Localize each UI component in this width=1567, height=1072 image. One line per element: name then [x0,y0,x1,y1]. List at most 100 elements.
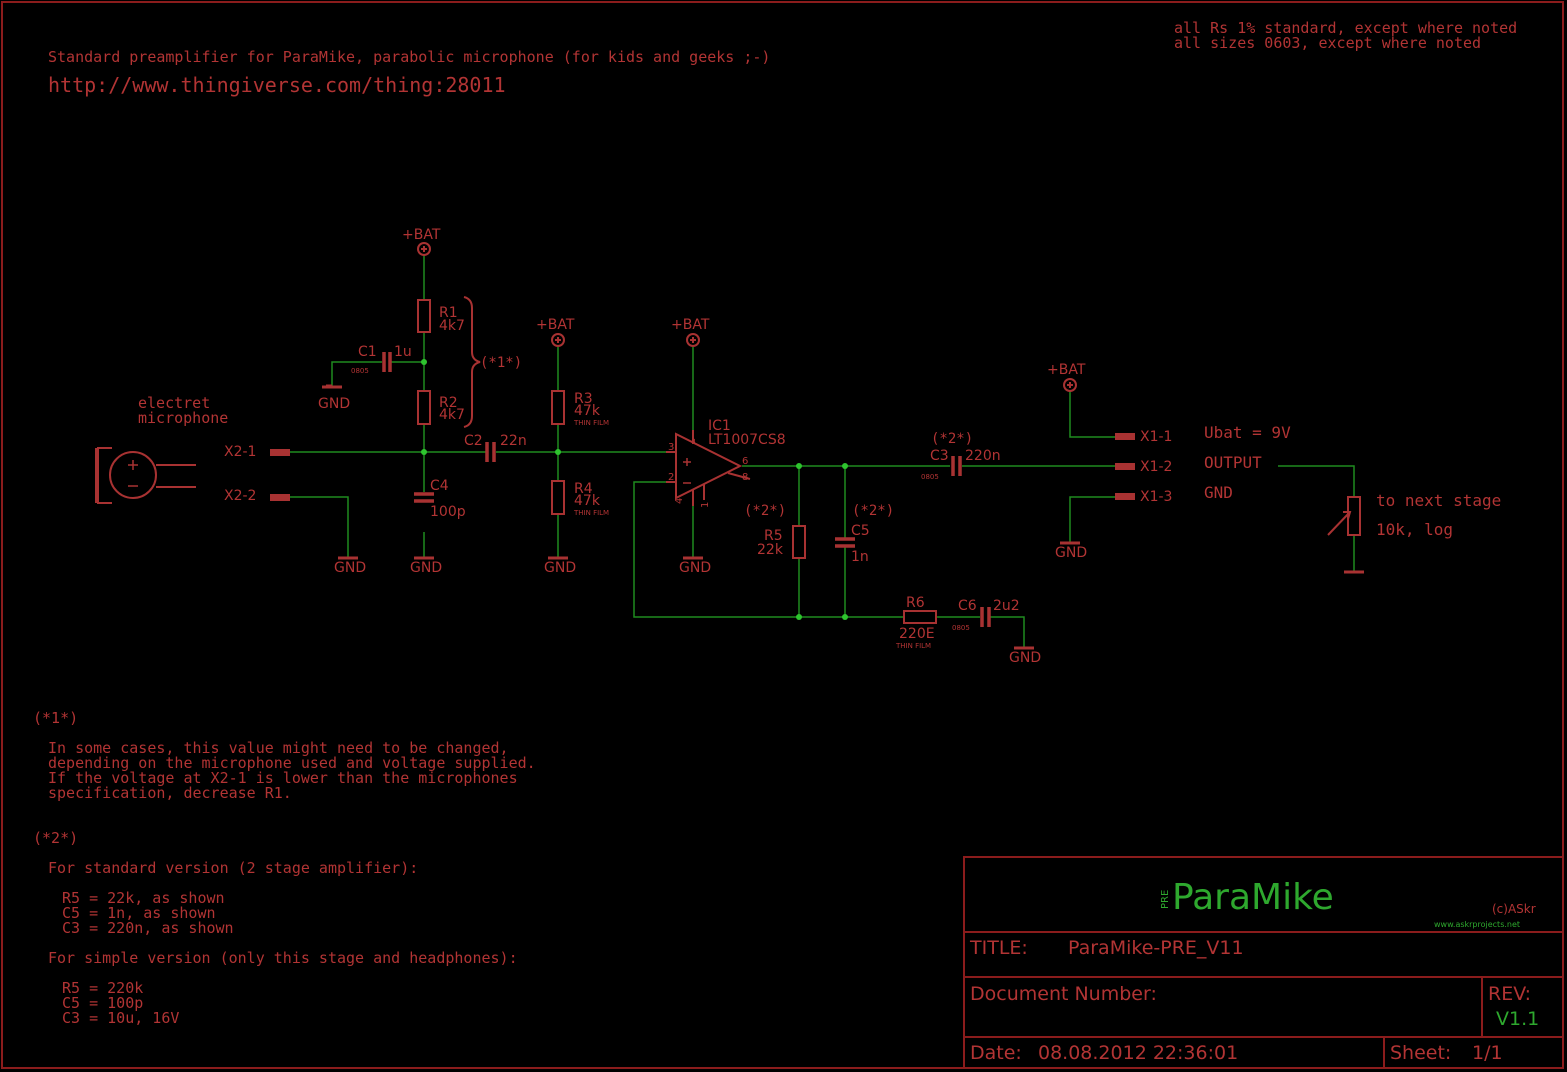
gnd-r4-label: GND [544,560,576,576]
c3-value: 220n [965,448,1001,464]
pin1-label: 1 [700,502,711,508]
sheet-value: 1/1 [1472,1042,1503,1064]
ic1-name: IC1 [708,418,731,434]
c1-size: 0805 [351,367,369,375]
mark2-c5: (*2*) [852,503,894,519]
pin4-label: 4 [674,498,685,504]
note2-std-r5: R5 = 22k, as shown [62,889,225,907]
header-title: Standard preamplifier for ParaMike, para… [48,48,770,66]
note1-line4: specification, decrease R1. [48,784,292,802]
bat4-label: +BAT [1047,362,1086,378]
output-label: OUTPUT [1204,453,1262,472]
c6-value: 2u2 [993,598,1020,614]
title-block: PRE ParaMike (c)ASkr www.askrprojects.ne… [963,856,1564,1069]
mark1-brace: (*1*) [480,355,522,371]
note1-line2: depending on the microphone used and vol… [48,754,536,772]
note2-std-c5: C5 = 1n, as shown [62,904,216,922]
ground-symbols [322,384,1364,650]
r4-thinfilm: THIN FILM [573,509,609,517]
brace [463,296,481,428]
r4-body [551,480,565,515]
wires [290,255,1355,648]
x1-2-label: X1-2 [1140,459,1172,475]
note1-line3: If the voltage at X2-1 is lower than the… [48,769,518,787]
pin3-label: 3 [668,442,674,453]
gnd-out-label: GND [1204,483,1233,502]
r1-value: 4k7 [439,318,465,334]
r6-thinfilm: THIN FILM [895,642,931,650]
note2-simple-c5: C5 = 100p [62,994,143,1012]
c6-size: 0805 [952,624,970,632]
c6-name: C6 [958,598,977,614]
sheet-label: Sheet: [1390,1042,1451,1064]
mark2-c3: (*2*) [931,431,973,447]
c4-name: C4 [430,478,449,494]
header-url[interactable]: http://www.thingiverse.com/thing:28011 [48,73,506,97]
header-note-sizes: all sizes 0603, except where noted [1174,34,1481,52]
pin8-label: 8 [742,472,748,483]
bat2-label: +BAT [536,317,575,333]
r2-value: 4k7 [439,407,465,423]
r3-body [551,390,565,425]
website: www.askrprojects.net [1434,920,1520,929]
x2-1-label: X2-1 [224,444,256,460]
gnd-x22-label: GND [334,560,366,576]
r3-name: R3 [574,391,593,407]
c3-size: 0805 [921,473,939,481]
c1-value: 1u [394,344,412,360]
c5-name: C5 [851,523,870,539]
mic-label-1: electret [138,394,210,412]
pin7-label: 7 [685,438,696,444]
r6-name: R6 [906,595,925,611]
r3-value: 47k [574,403,601,419]
x2-2-label: X2-2 [224,488,256,504]
c3-name: C3 [930,448,949,464]
r4-value: 47k [574,493,601,509]
gnd-c1-label: GND [318,396,350,412]
date-label: Date: [970,1042,1022,1064]
rev-value: V1.1 [1496,1008,1539,1030]
mic-label-2: microphone [138,409,228,427]
c5-value: 1n [851,549,869,565]
mark2-r5: (*2*) [744,503,786,519]
pot-value-label: 10k, log [1376,520,1453,539]
microphone-symbol [95,447,196,504]
r6-body [903,610,937,624]
bat3-label: +BAT [671,317,710,333]
ubat-label: Ubat = 9V [1204,423,1291,442]
rev-label: REV: [1488,983,1531,1005]
ic1-value: LT1007CS8 [708,432,786,448]
title-value: ParaMike-PRE_V11 [1068,937,1244,959]
r4-name: R4 [574,481,593,497]
r2-name: R2 [439,395,458,411]
r5-name: R5 [764,528,783,544]
title-label: TITLE: [969,937,1028,959]
bat1-label: +BAT [402,227,441,243]
date-value: 08.08.2012 22:36:01 [1038,1042,1238,1064]
x1-1-label: X1-1 [1140,429,1172,445]
r1-body [417,299,431,333]
junctions [421,359,848,620]
note2-standard: For standard version (2 stage amplifier)… [48,859,418,877]
r2-body [417,390,431,425]
c2-value: 22n [500,433,527,449]
gnd-c4-label: GND [410,560,442,576]
gnd-x13-label: GND [1055,545,1087,561]
supply-symbols [417,242,1077,392]
c2-name: C2 [464,433,483,449]
c1-name: C1 [358,344,377,360]
note2-simple-r5: R5 = 220k [62,979,143,997]
note2-simple: For simple version (only this stage and … [48,949,518,967]
copyright: (c)ASkr [1492,902,1536,916]
r5-value: 22k [757,542,784,558]
pot-arrow [1343,511,1352,520]
note1-heading: (*1*) [33,709,78,727]
note2-std-c3: C3 = 220n, as shown [62,919,234,937]
logo-prefix: PRE [1160,890,1171,909]
x1-3-label: X1-3 [1140,489,1172,505]
note2-heading: (*2*) [33,829,78,847]
note1-line1: In some cases, this value might need to … [48,739,509,757]
logo-text: ParaMike [1172,877,1334,918]
